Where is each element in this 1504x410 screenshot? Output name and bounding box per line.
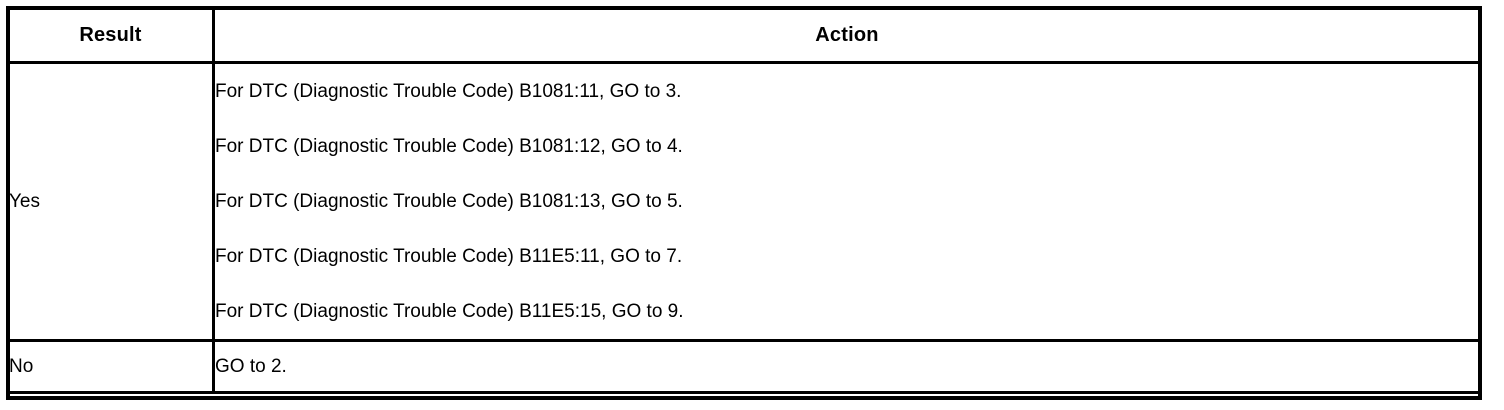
table-header-row: Result Action: [6, 6, 1482, 64]
action-cell-yes: For DTC (Diagnostic Trouble Code) B1081:…: [212, 61, 1482, 342]
action-line: For DTC (Diagnostic Trouble Code) B11E5:…: [215, 301, 684, 322]
column-header-result: Result: [6, 6, 215, 64]
column-header-action: Action: [212, 6, 1482, 64]
table-header: Result Action: [6, 6, 1482, 64]
action-line: For DTC (Diagnostic Trouble Code) B1081:…: [215, 191, 683, 212]
action-line: For DTC (Diagnostic Trouble Code) B11E5:…: [215, 246, 683, 267]
table-row: Yes For DTC (Diagnostic Trouble Code) B1…: [6, 61, 1482, 342]
diagnostic-result-action-table: Result Action Yes For DTC (Diagnostic Tr…: [6, 6, 1482, 394]
table-row: No GO to 2.: [6, 339, 1482, 394]
action-line: For DTC (Diagnostic Trouble Code) B1081:…: [215, 81, 682, 102]
action-line: For DTC (Diagnostic Trouble Code) B1081:…: [215, 136, 683, 157]
result-cell-no: No: [6, 339, 215, 394]
action-line: GO to 2.: [215, 355, 287, 377]
table-body: Yes For DTC (Diagnostic Trouble Code) B1…: [6, 61, 1482, 394]
action-cell-no: GO to 2.: [212, 339, 1482, 394]
result-cell-yes: Yes: [6, 61, 215, 342]
